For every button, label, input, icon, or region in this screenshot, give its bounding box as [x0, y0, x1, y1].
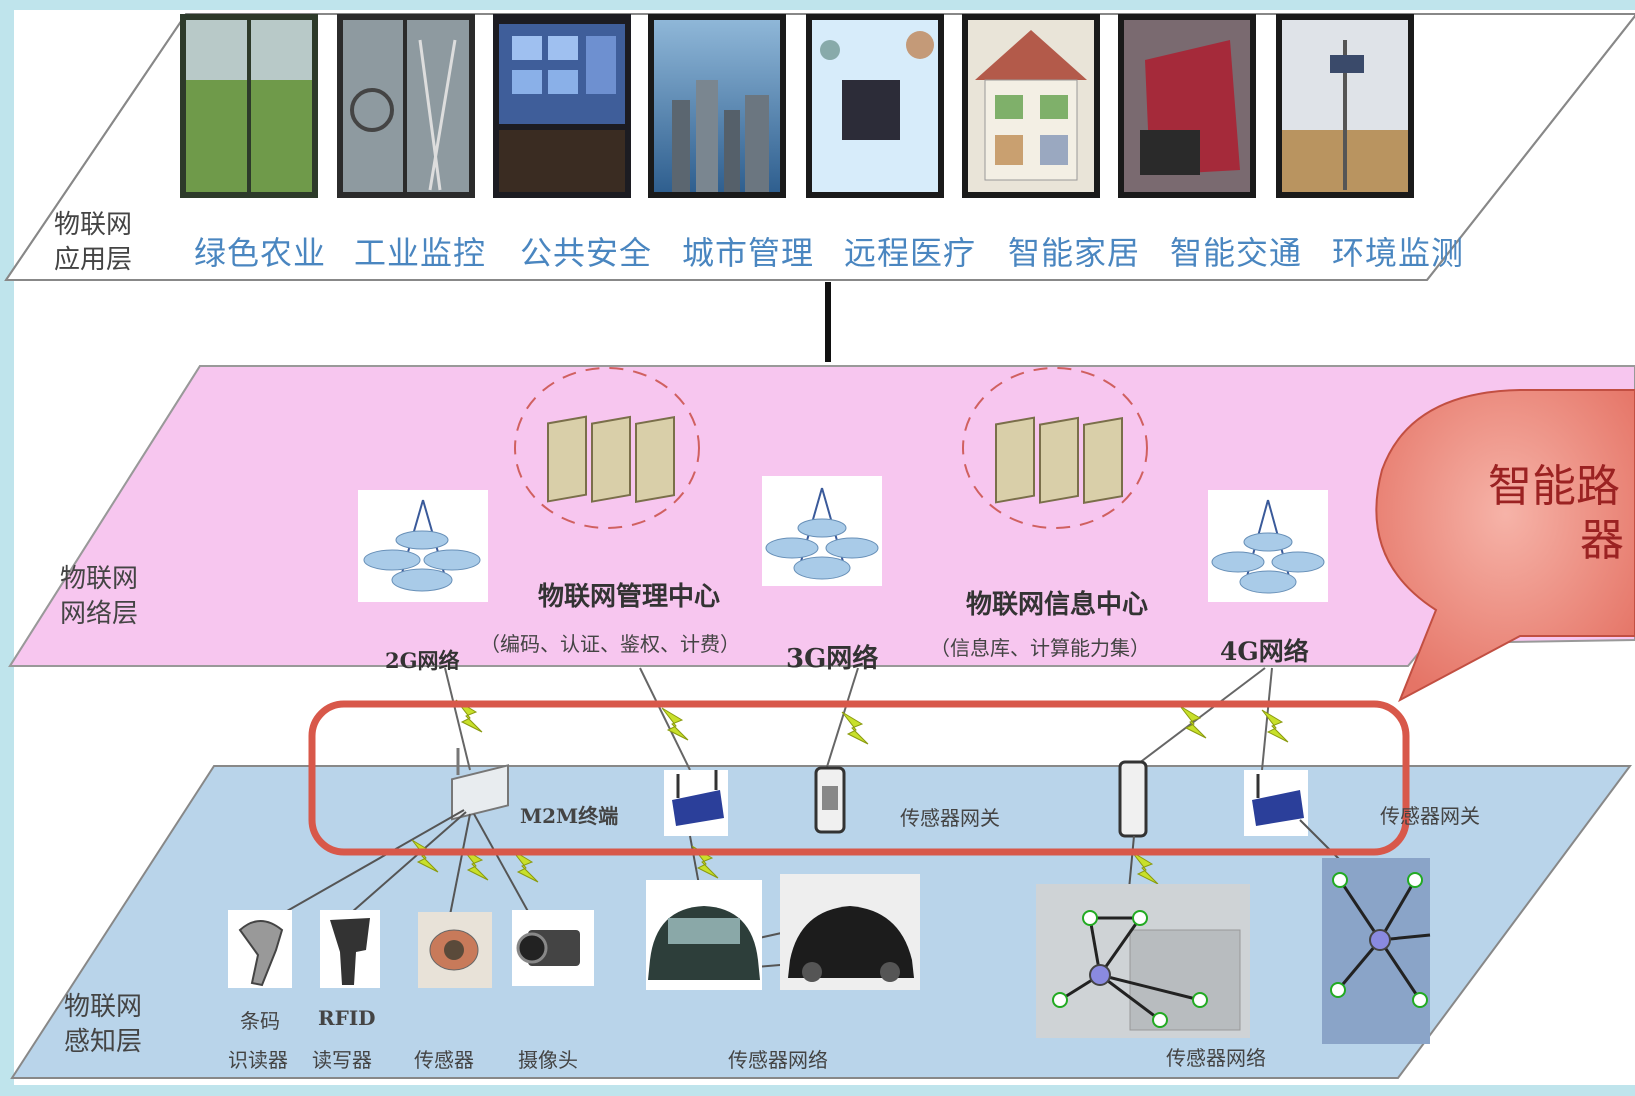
rfid-reader-device — [320, 910, 380, 988]
app-photo-city — [648, 14, 786, 198]
camera-device — [512, 910, 594, 986]
network-layer-name-line2: 网络层 — [60, 599, 139, 630]
gateway-router-2 — [1244, 770, 1308, 836]
app-label-environment: 环境监测 — [1332, 234, 1465, 272]
app-label-agriculture: 绿色农业 — [194, 234, 327, 272]
sensor-label: 传感器 — [414, 1048, 474, 1072]
sensor-network-label-2: 传感器网络 — [1166, 1046, 1266, 1070]
app-label-smart-home: 智能家居 — [1008, 234, 1141, 272]
sensor-network-label-1: 传感器网络 — [728, 1048, 828, 1072]
m2m-terminal-device — [451, 748, 509, 821]
rfid-reader-label-line1: RFID — [318, 1006, 376, 1030]
callout-text-line2: 器 — [1580, 515, 1624, 566]
gateway-router-1 — [664, 770, 728, 836]
network-3g-label: 3G网络 — [786, 644, 879, 674]
base-station-2g — [358, 490, 488, 602]
barcode-reader-label-line1: 条码 — [240, 1009, 280, 1033]
app-label-telemedicine: 远程医疗 — [844, 234, 977, 272]
m2m-terminal-label: M2M终端 — [520, 804, 619, 828]
barcode-reader-device — [228, 910, 292, 988]
camera-label: 摄像头 — [518, 1048, 578, 1072]
perception-layer-name-line1: 物联网 — [64, 992, 143, 1022]
lightning-bolts — [455, 699, 1289, 745]
gateway-phone-2 — [1118, 760, 1148, 838]
callout-bubble — [1375, 389, 1635, 703]
building-sensor-network-2 — [1322, 858, 1431, 1044]
perception-layer-name-line2: 感知层 — [64, 1027, 143, 1058]
app-layer-name-line2: 应用层 — [54, 245, 133, 276]
gateway-label-1: 传感器网关 — [900, 806, 1000, 830]
app-photo-telemedicine — [806, 14, 944, 198]
app-label-city: 城市管理 — [682, 234, 815, 272]
app-photo-industrial — [337, 14, 475, 198]
information-center-subtitle: （信息库、计算能力集） — [930, 636, 1150, 660]
app-label-smart-traffic: 智能交通 — [1170, 234, 1303, 272]
app-label-industrial: 工业监控 — [354, 234, 487, 272]
management-center-subtitle: （编码、认证、鉴权、计费） — [480, 632, 740, 656]
information-center-servers — [962, 367, 1148, 529]
car-sensor-network — [646, 874, 920, 990]
network-4g-label: 4G网络 — [1220, 637, 1309, 666]
app-photo-smart-traffic — [1118, 14, 1256, 198]
app-layer-name-line1: 物联网 — [54, 210, 133, 240]
app-photo-agriculture — [180, 14, 318, 198]
app-photo-environment — [1276, 14, 1414, 198]
information-center-title: 物联网信息中心 — [966, 590, 1149, 620]
smart-router-highlight-box — [308, 700, 1410, 856]
base-station-4g — [1208, 490, 1328, 602]
app-photo-smart-home — [962, 14, 1100, 198]
gateway-phone-1 — [814, 766, 846, 834]
app-label-public-safety: 公共安全 — [520, 234, 653, 272]
rfid-reader-label-line2: 读写器 — [312, 1048, 372, 1072]
management-center-title: 物联网管理中心 — [538, 582, 721, 612]
network-2g-label: 2G网络 — [385, 648, 460, 673]
barcode-reader-label-line2: 识读器 — [228, 1048, 288, 1072]
base-station-3g — [762, 476, 882, 586]
management-center-servers — [514, 367, 700, 529]
network-layer-name-line1: 物联网 — [60, 564, 139, 594]
sensor-device — [418, 912, 492, 988]
gateway-label-2: 传感器网关 — [1380, 804, 1480, 828]
callout-text-line1: 智能路 — [1488, 461, 1620, 512]
app-photo-public-safety — [493, 14, 631, 198]
building-sensor-network-1 — [1036, 884, 1250, 1038]
